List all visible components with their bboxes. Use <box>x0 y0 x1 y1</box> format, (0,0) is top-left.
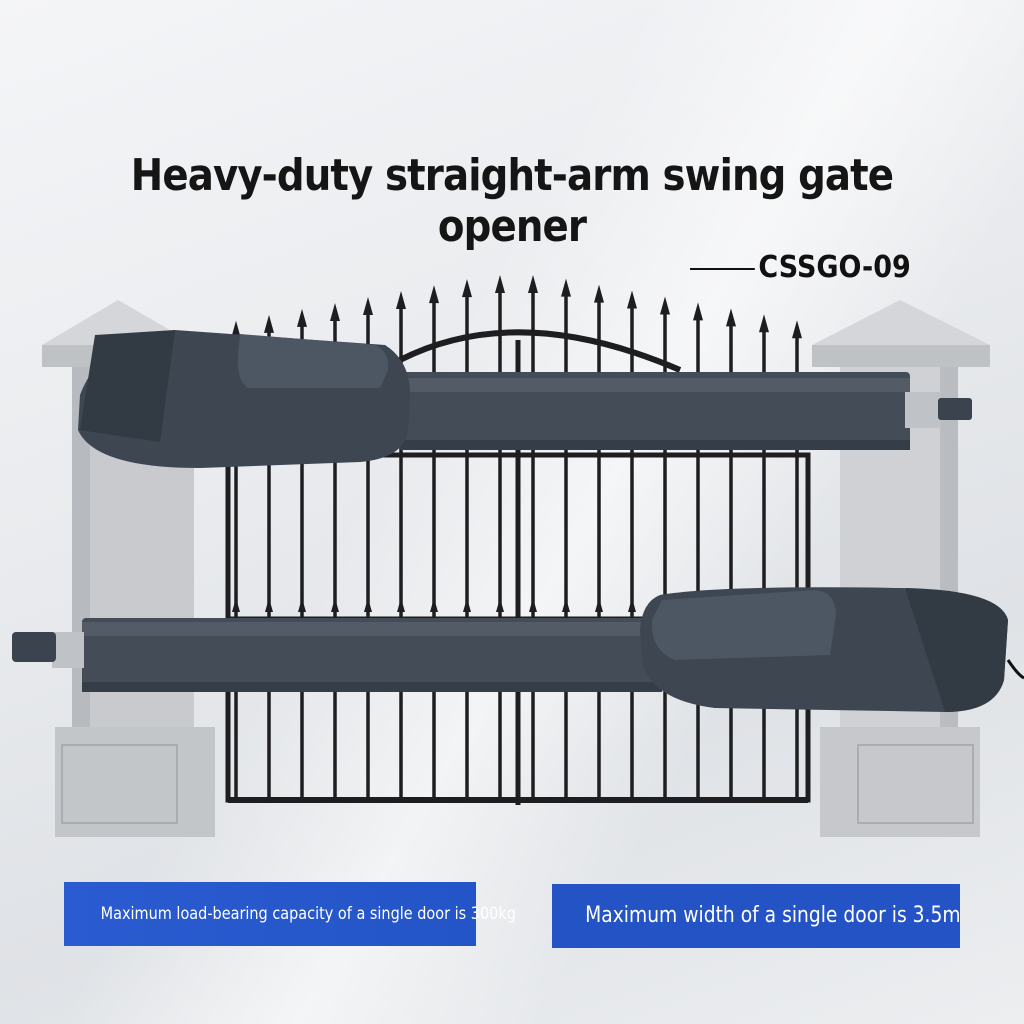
lower-gate-opener <box>12 587 1024 712</box>
door-width-text: Maximum width of a single door is 3.5m <box>585 903 961 928</box>
load-capacity-text: Maximum load-bearing capacity of a singl… <box>100 904 516 924</box>
load-capacity-banner: Maximum load-bearing capacity of a singl… <box>64 882 516 946</box>
page-title: Heavy-duty straight-arm swing gate opene… <box>130 150 894 252</box>
model-label: CSSGO-09 <box>758 250 911 285</box>
model-number: CSSGO-09 <box>690 250 911 285</box>
upper-gate-opener <box>78 330 972 468</box>
door-width-banner: Maximum width of a single door is 3.5m <box>552 884 961 948</box>
model-dash <box>690 267 755 270</box>
